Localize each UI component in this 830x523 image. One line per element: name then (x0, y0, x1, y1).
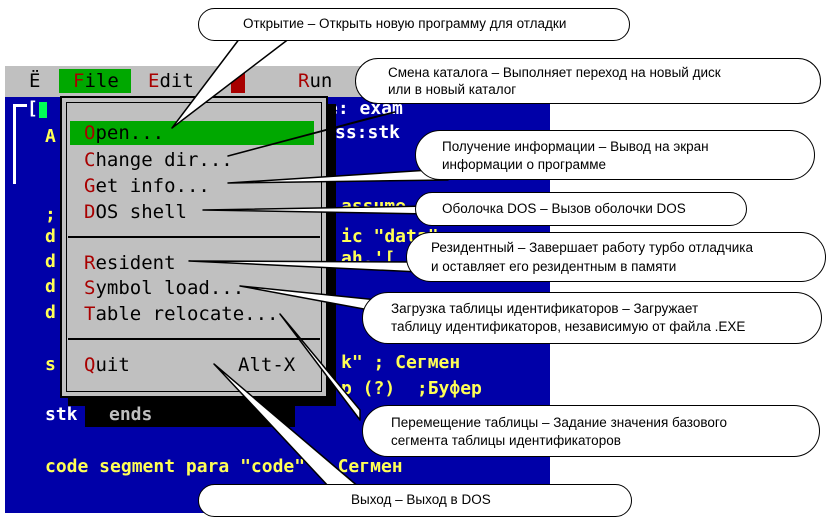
menu-item-quit[interactable]: Quit (84, 353, 130, 377)
pointer-table-relocate (279, 313, 361, 421)
callout-dos-shell: Оболочка DOS – Вызов оболочки DOS (415, 192, 747, 226)
menu-file-label: ile (84, 70, 119, 92)
menu-run-label: un (309, 70, 333, 92)
callout-text: Резидентный – Завершает работу турбо отл… (431, 240, 753, 255)
hotkey: S (84, 277, 96, 299)
pointer-change-dir (227, 111, 396, 157)
code-line: d (45, 251, 56, 272)
pointer-symbol-load (239, 285, 381, 313)
code-line: d (45, 226, 56, 247)
callout-text: Оболочка DOS – Вызов оболочки DOS (442, 201, 686, 216)
callout-text: таблицу идентификаторов, независимую от … (391, 319, 746, 334)
callout-text: Загрузка таблицы идентификаторов – Загру… (391, 301, 699, 316)
menu-system[interactable]: Ё (29, 70, 41, 92)
code-line: k" ; Сегмен (341, 352, 461, 373)
window-close-marker (39, 102, 47, 118)
window-frame-left (13, 104, 16, 184)
hotkey: T (84, 303, 96, 325)
menu-edit-hotkey: E (148, 70, 160, 92)
code-line: ends (109, 404, 153, 425)
callout-quit: Выход – Выход в DOS (198, 484, 632, 517)
code-line: ss:stk (335, 122, 401, 143)
callout-change-dir: Смена каталога – Выполняет переход на но… (355, 58, 821, 104)
code-line: stk (45, 404, 78, 425)
menu-edit[interactable]: Edit (148, 69, 194, 93)
hotkey: O (84, 122, 96, 144)
dropdown-shadow (328, 104, 336, 406)
menu-separator (68, 236, 320, 238)
code-line: d (45, 276, 56, 297)
callout-text: Открытие – Открыть новую программу для о… (243, 16, 567, 31)
menu-file[interactable]: File (59, 69, 131, 93)
code-line: A (45, 126, 56, 147)
dropdown-shadow (68, 398, 336, 406)
menu-separator (68, 338, 320, 340)
code-line: code segment para "code" ; Сегмен (45, 456, 403, 477)
menu-item-shortcut: Alt-X (238, 354, 296, 376)
callout-text: Получение информации – Вывод на экран (442, 139, 709, 154)
pointer-resident (188, 260, 421, 273)
callout-resident: Резидентный – Завершает работу турбо отл… (406, 232, 826, 282)
hotkey: R (84, 252, 96, 274)
callout-text: Смена каталога – Выполняет переход на но… (388, 65, 721, 80)
menu-run-hotkey: R (298, 70, 310, 92)
pointer-dos-shell (202, 205, 431, 215)
callout-text: информации о программе (442, 157, 607, 172)
menu-item-get-info[interactable]: Get info... (84, 174, 210, 198)
window-close-box[interactable]: [ (27, 98, 38, 119)
menu-item-label: able relocate... (95, 303, 279, 325)
menu-item-label: hange dir... (95, 149, 233, 171)
code-line: d (45, 302, 56, 323)
menu-item-label: pen... (95, 122, 165, 144)
hotkey: D (84, 201, 96, 223)
menu-item-label: esident (95, 252, 176, 274)
callout-table-relocate: Перемещение таблицы – Задание значения б… (362, 405, 820, 457)
menu-edit-label: dit (159, 70, 194, 92)
pointer-open (171, 37, 291, 129)
hotkey: Q (84, 354, 96, 376)
menu-item-label: OS shell (95, 201, 187, 223)
menu-item-label: ymbol load... (95, 277, 245, 299)
code-line: s (45, 354, 56, 375)
menu-run[interactable]: Run (298, 69, 332, 93)
callout-symbol-load: Загрузка таблицы идентификаторов – Загру… (362, 292, 822, 344)
menu-item-resident[interactable]: Resident (84, 251, 176, 275)
menu-item-label: uit (95, 354, 130, 376)
menu-item-change-dir[interactable]: Change dir... (84, 148, 233, 172)
code-line: ; (45, 204, 56, 225)
menu-item-label: et info... (95, 175, 210, 197)
callout-text: сегмента таблицы идентификаторов (391, 433, 621, 448)
hotkey: G (84, 175, 96, 197)
callout-get-info: Получение информации – Вывод на экран ин… (415, 130, 815, 180)
callout-open: Открытие – Открыть новую программу для о… (198, 8, 630, 41)
pointer-get-info (227, 169, 449, 184)
hotkey: C (84, 149, 96, 171)
file-menu-dropdown: Open... Change dir... Get info... DOS sh… (60, 96, 328, 398)
callout-text: Перемещение таблицы – Задание значения б… (391, 415, 728, 430)
menu-item-open[interactable]: Open... (70, 121, 314, 145)
callout-text: и оставляет его резидентным в памяти (431, 259, 677, 274)
menu-file-hotkey: F (73, 70, 85, 92)
menu-item-table-relocate[interactable]: Table relocate... (84, 302, 278, 326)
code-line: p (?) ;Буфер (341, 378, 482, 399)
menu-item-symbol-load[interactable]: Symbol load... (84, 276, 244, 300)
window-frame-top (13, 104, 27, 107)
callout-text: или в новый каталог (388, 82, 517, 97)
menu-item-dos-shell[interactable]: DOS shell (84, 200, 187, 224)
callout-text: Выход – Выход в DOS (351, 492, 491, 507)
